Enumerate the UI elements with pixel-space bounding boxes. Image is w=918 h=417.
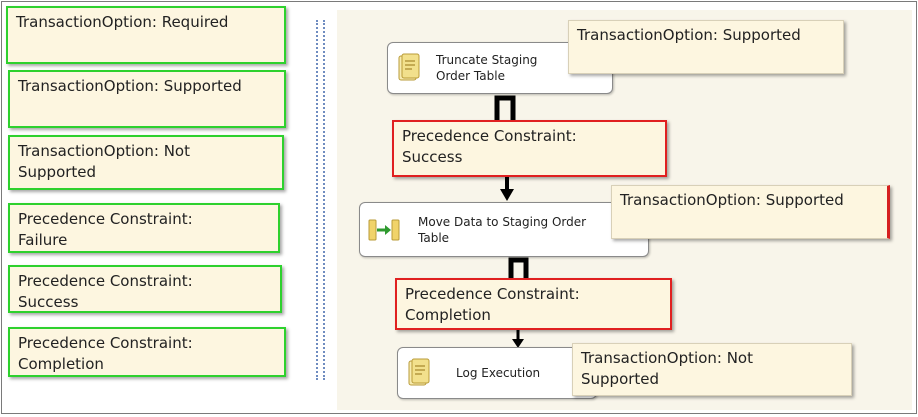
connector-arrow-down-2[interactable]	[510, 330, 526, 350]
task-label: Log Execution	[456, 366, 541, 380]
sql-task-icon	[406, 357, 432, 389]
task-label: Move Data to Staging Order Table	[418, 214, 587, 245]
connector-arrow-down[interactable]	[497, 177, 517, 203]
data-flow-task-icon	[368, 214, 400, 246]
task-log-execution[interactable]: Log Execution	[397, 347, 597, 399]
constraint-completion-note: Precedence Constraint: Completion	[395, 278, 672, 330]
task3-transaction-note: TransactionOption: Not Supported	[572, 343, 852, 396]
connector-success[interactable]	[492, 94, 522, 122]
task-move-data-to-staging-order-table[interactable]: Move Data to Staging Order Table	[359, 202, 649, 257]
legend-constraint-completion: Precedence Constraint: Completion	[8, 327, 286, 377]
task2-transaction-note: TransactionOption: Supported	[611, 185, 890, 239]
task-label: Truncate Staging Order Table	[436, 53, 538, 83]
pane-splitter[interactable]	[316, 20, 325, 380]
legend-constraint-failure: Precedence Constraint: Failure	[8, 203, 280, 253]
connector-completion[interactable]	[507, 257, 533, 279]
legend-constraint-success: Precedence Constraint: Success	[8, 265, 282, 313]
task1-transaction-note: TransactionOption: Supported	[568, 20, 844, 74]
constraint-success-note: Precedence Constraint: Success	[392, 120, 667, 177]
legend-transaction-supported: TransactionOption: Supported	[8, 70, 286, 128]
legend-transaction-required: TransactionOption: Required	[6, 6, 286, 64]
sql-task-icon	[396, 52, 422, 84]
legend-transaction-not-supported: TransactionOption: Not Supported	[8, 135, 284, 190]
